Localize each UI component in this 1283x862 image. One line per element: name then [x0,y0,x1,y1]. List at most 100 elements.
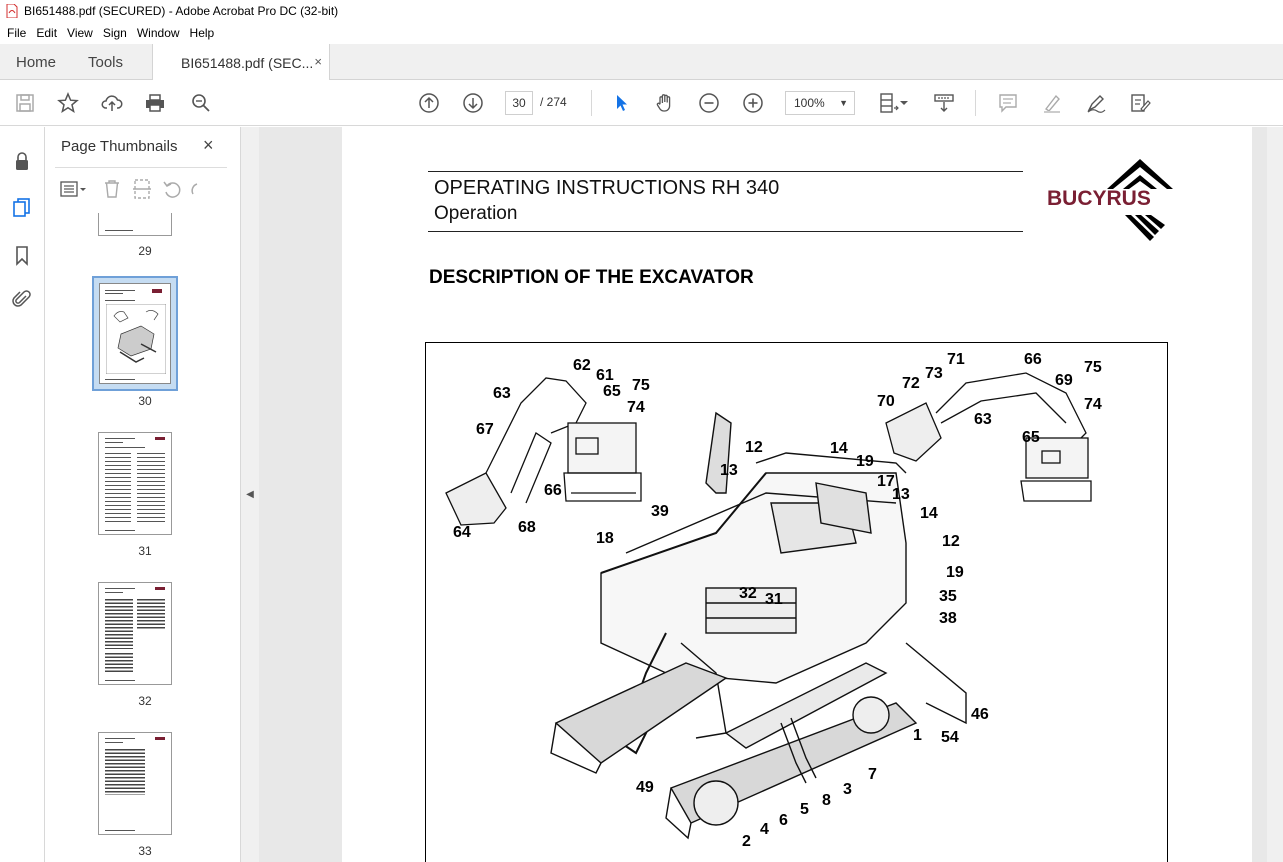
thumbnail-page[interactable] [98,213,172,236]
document-scrollbar[interactable] [1267,127,1283,862]
page-thumbnails-icon[interactable] [10,195,34,219]
page-fit-dropdown-icon[interactable] [898,91,910,115]
part-callout-label: 74 [627,399,645,416]
hand-tool-icon[interactable] [653,91,677,115]
chevron-down-icon: ▼ [839,98,848,108]
menu-sign[interactable]: Sign [102,26,127,40]
menu-file[interactable]: File [7,26,27,40]
upload-cloud-icon[interactable] [100,91,124,115]
part-callout-label: 12 [942,533,960,550]
page-number-input[interactable]: 30 [505,91,533,115]
part-callout-label: 19 [946,564,964,581]
thumbnail-page-selected[interactable] [92,276,178,391]
thumbnail-page-label: 33 [138,844,152,858]
menu-edit[interactable]: Edit [36,26,58,40]
tab-home[interactable]: Home [16,53,57,71]
part-callout-label: 75 [1084,359,1102,376]
close-tab-icon[interactable]: × [314,54,322,69]
part-callout-label: 61 [596,367,614,384]
thumbnail-page-label: 29 [138,244,152,258]
part-callout-label: 14 [920,505,938,522]
tab-document-label: BI651488.pdf (SEC... [181,54,314,71]
toolbar-divider [591,90,592,116]
toolbar-divider [975,90,976,116]
part-callout-label: 8 [822,792,831,809]
part-callout-label: 62 [573,357,591,374]
section-title: DESCRIPTION OF THE EXCAVATOR [429,267,754,288]
highlight-pen-icon[interactable] [1040,91,1064,115]
part-callout-label: 3 [843,781,852,798]
previous-page-icon[interactable] [417,91,441,115]
title-bar: BI651488.pdf (SECURED) - Adobe Acrobat P… [0,0,1283,22]
part-callout-label: 68 [518,519,536,536]
thumbnail-page-label: 30 [138,394,152,408]
rotate-right-icon[interactable] [187,177,199,201]
sign-pen-icon[interactable] [1084,91,1108,115]
tab-document[interactable]: BI651488.pdf (SEC... × [152,44,330,81]
page-fit-icon[interactable] [876,91,900,115]
bookmark-star-icon[interactable] [56,91,80,115]
part-callout-label: 71 [947,351,965,368]
fill-sign-icon[interactable] [1128,91,1152,115]
zoom-in-icon[interactable] [741,91,765,115]
menu-view[interactable]: View [67,26,93,40]
part-callout-label: 66 [544,482,562,499]
document-view: OPERATING INSTRUCTIONS RH 340 Operation … [259,127,1283,862]
part-callout-label: 65 [603,383,621,400]
extract-page-icon[interactable] [127,177,157,201]
part-callout-label: 72 [902,375,920,392]
part-callout-label: 74 [1084,396,1102,413]
thumbnails-pane-title: Page Thumbnails [61,138,178,155]
thumbnail-tools [59,177,199,201]
thumbnail-page-label: 32 [138,694,152,708]
collapse-pane-icon[interactable]: ◀ [241,127,259,862]
part-callout-label: 31 [765,591,783,608]
scroll-mode-icon[interactable] [932,91,956,115]
menu-help[interactable]: Help [189,26,215,40]
part-callout-label: 67 [476,421,494,438]
part-callout-label: 70 [877,393,895,410]
part-callout-label: 35 [939,588,957,605]
part-callout-label: 54 [941,729,959,746]
attachments-icon[interactable] [10,287,34,311]
select-cursor-icon[interactable] [609,91,633,115]
thumbnail-page[interactable] [98,732,172,835]
part-callout-label: 17 [877,473,895,490]
next-page-icon[interactable] [461,91,485,115]
part-callout-label: 73 [925,365,943,382]
delete-page-icon[interactable] [97,177,127,201]
close-pane-icon[interactable]: × [203,135,214,155]
part-callout-label: 2 [742,833,751,850]
print-icon[interactable] [143,91,167,115]
comment-icon[interactable] [996,91,1020,115]
part-callout-label: 39 [651,503,669,520]
save-icon[interactable] [13,91,37,115]
pane-divider [55,167,227,168]
part-callout-label: 69 [1055,372,1073,389]
tab-tools[interactable]: Tools [88,53,124,71]
lock-icon[interactable] [10,149,34,173]
menu-window[interactable]: Window [136,26,180,40]
zoom-level-select[interactable]: 100% ▼ [785,91,855,115]
part-callout-label: 46 [971,706,989,723]
bookmarks-icon[interactable] [10,243,34,267]
part-callout-label: 49 [636,779,654,796]
part-callout-label: 18 [596,530,614,547]
part-callout-label: 65 [1022,429,1040,446]
document-header-subtitle: Operation [434,203,518,224]
part-callout-label: 6 [779,812,788,829]
search-zoom-icon[interactable] [189,91,213,115]
thumbnail-page[interactable] [98,432,172,535]
thumbnail-list: 29 [55,213,235,862]
thumbnails-pane: Page Thumbnails × 29 [45,127,274,862]
thumbnail-page[interactable] [98,582,172,685]
pdf-page: OPERATING INSTRUCTIONS RH 340 Operation … [342,127,1252,862]
rotate-left-icon[interactable] [157,177,187,201]
zoom-out-icon[interactable] [697,91,721,115]
pdf-file-icon [6,4,18,18]
part-callout-label: 75 [632,377,650,394]
bucyrus-logo: BUCYRUS [1047,157,1197,247]
part-callout-label: 66 [1024,351,1042,368]
thumbnail-options-icon[interactable] [59,177,89,201]
